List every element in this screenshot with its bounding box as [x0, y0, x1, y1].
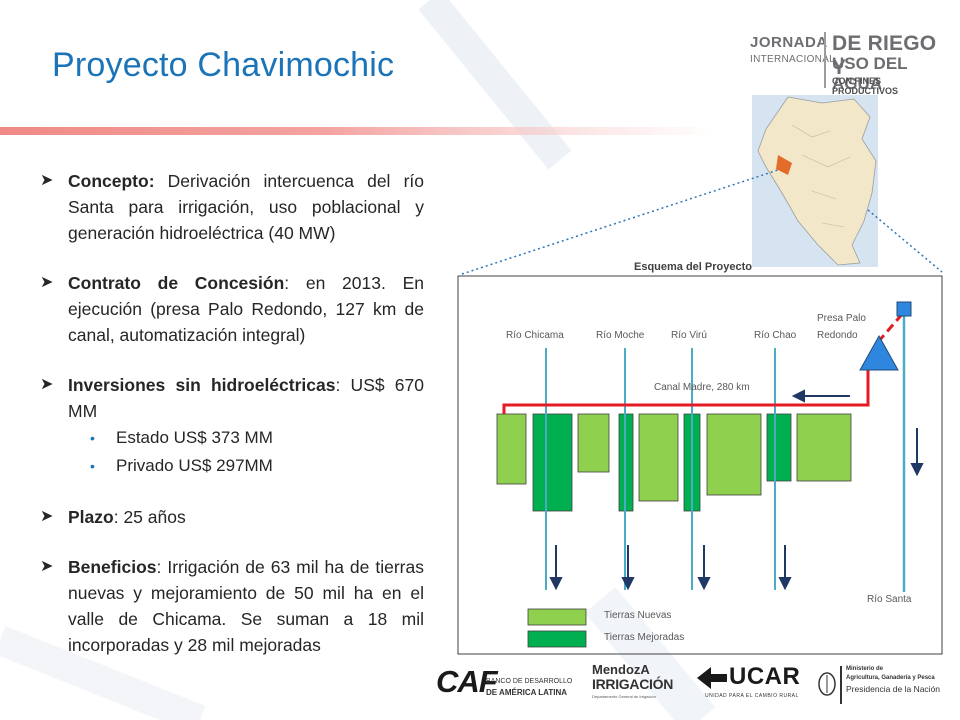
bullet-inversiones: ➤ Inversiones sin hidroeléctricas: US$ 6…: [38, 372, 424, 424]
mendoza-line3: Departamento General de Irrigación: [592, 694, 656, 699]
mendoza-line2: IRRIGACIÓN: [592, 676, 674, 692]
map-pointer-line-right: [867, 209, 943, 273]
logo-line-fines: CON FINES PRODUCTIVOS: [832, 76, 899, 96]
sub-item-estado: • Estado US$ 373 MM: [38, 424, 424, 452]
arrow-bullet-icon: ➤: [40, 558, 54, 575]
santa-intake-line: [876, 311, 906, 343]
national-emblem-icon: [818, 672, 836, 696]
jornada-logo: JORNADA INTERNACIONAL DE RIEGO Y USO DEL…: [744, 30, 944, 96]
inversiones-text: : US$ 670 MM: [68, 375, 425, 421]
bullet-beneficios: ➤ Beneficios: Irrigación de 63 mil ha de…: [38, 554, 424, 658]
arrow-bullet-icon: ➤: [40, 376, 54, 393]
caf-line1: BANCO DE DESARROLLO: [486, 678, 573, 685]
concepto-label: Concepto:: [68, 171, 155, 191]
canal-flow-arrow-head-icon: [791, 389, 805, 403]
logo-line-riego: DE RIEGO Y: [832, 32, 937, 79]
ucar-logo: UCAR UNIDAD PARA EL CAMBIO RURAL: [697, 663, 809, 705]
flow-arrow-head-icon: [621, 577, 635, 591]
legend-label-improved: Tierras Mejoradas: [604, 632, 685, 643]
flow-arrow-head-icon: [549, 577, 563, 591]
arrow-bullet-icon: ➤: [40, 274, 54, 291]
canal-madre-line: [502, 362, 870, 414]
logo-line-jornada: JORNADA: [750, 34, 828, 51]
caf-mark: CAF: [436, 664, 498, 699]
logo-divider: [824, 32, 826, 88]
land-block-improved: [532, 413, 573, 512]
diagram-title: Esquema del Proyecto: [634, 261, 752, 273]
river-label-chicama: Río Chicama: [506, 330, 564, 341]
dot-bullet-icon: •: [90, 458, 95, 474]
page-title: Proyecto Chavimochic: [52, 46, 395, 84]
sub-item-privado: • Privado US$ 297MM: [38, 452, 424, 480]
sub-item-text: Privado US$ 297MM: [116, 456, 273, 475]
flow-arrow-head-icon: [910, 463, 924, 477]
ministerio-divider: [840, 666, 842, 704]
sub-item-text: Estado US$ 373 MM: [116, 428, 273, 447]
contrato-label: Contrato de Concesión: [68, 273, 285, 293]
flow-arrow-head-icon: [778, 577, 792, 591]
river-label-moche: Río Moche: [596, 330, 645, 341]
rio-santa-label: Río Santa: [867, 594, 912, 605]
presa-label-line2: Redondo: [817, 330, 858, 341]
land-block-new: [706, 413, 762, 496]
bullet-plazo: ➤ Plazo: 25 años: [38, 504, 424, 530]
land-block-new: [496, 413, 527, 485]
beneficios-text: : Irrigación de 63 mil ha de tierras nue…: [68, 557, 424, 655]
ministerio-line1: Ministerio de: [846, 666, 884, 672]
map-pointer-line-left: [461, 169, 779, 275]
presa-palo-redondo-icon: [859, 334, 899, 371]
intake-structure-icon: [896, 301, 912, 317]
caf-logo: CAF BANCO DE DESARROLLO DE AMÉRICA LATIN…: [436, 664, 576, 704]
river-label-viru: Río Virú: [671, 330, 707, 341]
presa-label-line1: Presa Palo: [817, 313, 866, 324]
bullet-concepto: ➤ Concepto: Derivación intercuenca del r…: [38, 168, 424, 246]
river-label-chao: Río Chao: [754, 330, 797, 341]
land-block-new: [577, 413, 610, 473]
ucar-arrow-icon: [697, 667, 727, 689]
peru-map-image: [752, 95, 878, 267]
legend-swatch-new: [527, 608, 587, 626]
canal-label: Canal Madre, 280 km: [654, 382, 750, 393]
beneficios-label: Beneficios: [68, 557, 157, 577]
bullet-list: ➤ Concepto: Derivación intercuenca del r…: [38, 168, 424, 658]
ministerio-logo: Ministerio de Agricultura, Ganadería y P…: [818, 664, 940, 706]
mendoza-irrigacion-logo: MendozA IRRIGACIÓN Departamento General …: [592, 662, 674, 708]
inversiones-label: Inversiones sin hidroeléctricas: [68, 375, 336, 395]
plazo-text: : 25 años: [113, 507, 186, 527]
ministerio-line2: Agricultura, Ganadería y Pesca: [846, 675, 935, 681]
plazo-label: Plazo: [68, 507, 114, 527]
diagram-frame: [457, 275, 943, 655]
bullet-contrato: ➤ Contrato de Concesión: en 2013. En eje…: [38, 270, 424, 348]
land-block-new: [796, 413, 852, 482]
title-underline: [0, 127, 715, 135]
contrato-text: : en 2013. En ejecución (presa Palo Redo…: [68, 273, 424, 345]
flow-arrow-head-icon: [697, 577, 711, 591]
mendoza-line1: MendozA: [592, 662, 650, 677]
logo-line-agua: USO DEL AGUA: [832, 54, 908, 93]
ucar-tagline: UNIDAD PARA EL CAMBIO RURAL: [705, 693, 799, 699]
ucar-name: UCAR: [729, 663, 801, 690]
logo-line-internacional: INTERNACIONAL: [750, 54, 836, 65]
arrow-bullet-icon: ➤: [40, 508, 54, 525]
land-block-improved: [766, 413, 792, 482]
caf-line2: DE AMÉRICA LATINA: [486, 688, 568, 697]
legend-label-new: Tierras Nuevas: [604, 610, 672, 621]
dot-bullet-icon: •: [90, 430, 95, 446]
land-block-new: [638, 413, 679, 502]
peru-map: [752, 95, 878, 267]
ministerio-line3: Presidencia de la Nación: [846, 684, 941, 694]
arrow-bullet-icon: ➤: [40, 172, 54, 189]
legend-swatch-improved: [527, 630, 587, 648]
concepto-text: Derivación intercuenca del río Santa par…: [68, 171, 424, 243]
